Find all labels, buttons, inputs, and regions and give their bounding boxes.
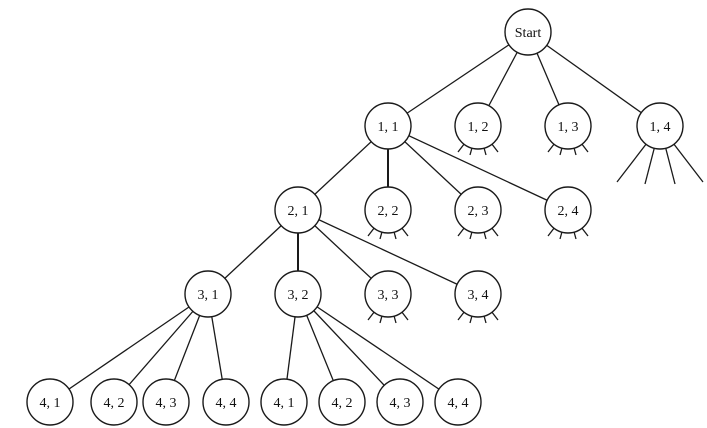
node-1-1: 1, 1 bbox=[364, 102, 412, 150]
edge-3-1-4-1 bbox=[49, 293, 209, 403]
node-label: 2, 1 bbox=[288, 204, 309, 219]
edge-1-1-2-4 bbox=[387, 125, 569, 211]
node-label: 2, 3 bbox=[468, 204, 489, 219]
node-2-4: 2, 4 bbox=[544, 186, 592, 234]
edge-3-2-4-3 bbox=[297, 293, 401, 403]
node-4-1-left: 4, 1 bbox=[26, 378, 74, 426]
node-3-2: 3, 2 bbox=[274, 270, 322, 318]
node-4-3-left: 4, 3 bbox=[142, 378, 190, 426]
node-label: 2, 4 bbox=[558, 204, 579, 219]
node-label: 4, 2 bbox=[332, 396, 353, 411]
node-1-4: 1, 4 bbox=[636, 102, 684, 150]
node-4-1-right: 4, 1 bbox=[260, 378, 308, 426]
node-label: 4, 4 bbox=[448, 396, 469, 411]
node-1-2: 1, 2 bbox=[454, 102, 502, 150]
node-4-2-left: 4, 2 bbox=[90, 378, 138, 426]
node-4-2-right: 4, 2 bbox=[318, 378, 366, 426]
node-label: 3, 1 bbox=[198, 288, 219, 303]
node-label: 4, 3 bbox=[156, 396, 177, 411]
node-label: 1, 2 bbox=[468, 120, 489, 135]
node-label: 4, 2 bbox=[104, 396, 125, 411]
node-2-1: 2, 1 bbox=[274, 186, 322, 234]
node-label: 4, 4 bbox=[216, 396, 237, 411]
node-label: 2, 2 bbox=[378, 204, 399, 219]
node-2-2: 2, 2 bbox=[364, 186, 412, 234]
edge-start-1-1 bbox=[387, 31, 529, 127]
node-label: 1, 4 bbox=[650, 120, 671, 135]
node-label: 3, 3 bbox=[378, 288, 399, 303]
node-3-3: 3, 3 bbox=[364, 270, 412, 318]
node-label: 3, 4 bbox=[468, 288, 489, 303]
node-2-3: 2, 3 bbox=[454, 186, 502, 234]
edge-3-1-4-2 bbox=[113, 293, 209, 403]
node-4-3-right: 4, 3 bbox=[376, 378, 424, 426]
node-3-1: 3, 1 bbox=[184, 270, 232, 318]
node-1-3: 1, 3 bbox=[544, 102, 592, 150]
node-label: 4, 1 bbox=[274, 396, 295, 411]
edge-start-1-4 bbox=[527, 31, 661, 127]
edge-2-1-3-4 bbox=[297, 209, 479, 295]
node-start: Start bbox=[504, 8, 552, 56]
node-4-4-right: 4, 4 bbox=[434, 378, 482, 426]
tree-nodes: Start 1, 1 1, 2 1, 3 1, 4 2, 1 2, 2 bbox=[26, 8, 684, 426]
node-label: 1, 1 bbox=[378, 120, 399, 135]
node-label: 4, 3 bbox=[390, 396, 411, 411]
node-3-4: 3, 4 bbox=[454, 270, 502, 318]
node-4-4-left: 4, 4 bbox=[202, 378, 250, 426]
node-label: 4, 1 bbox=[40, 396, 61, 411]
node-label: 3, 2 bbox=[288, 288, 309, 303]
edge-3-2-4-4 bbox=[297, 293, 459, 403]
node-label: 1, 3 bbox=[558, 120, 579, 135]
node-label: Start bbox=[515, 26, 542, 41]
